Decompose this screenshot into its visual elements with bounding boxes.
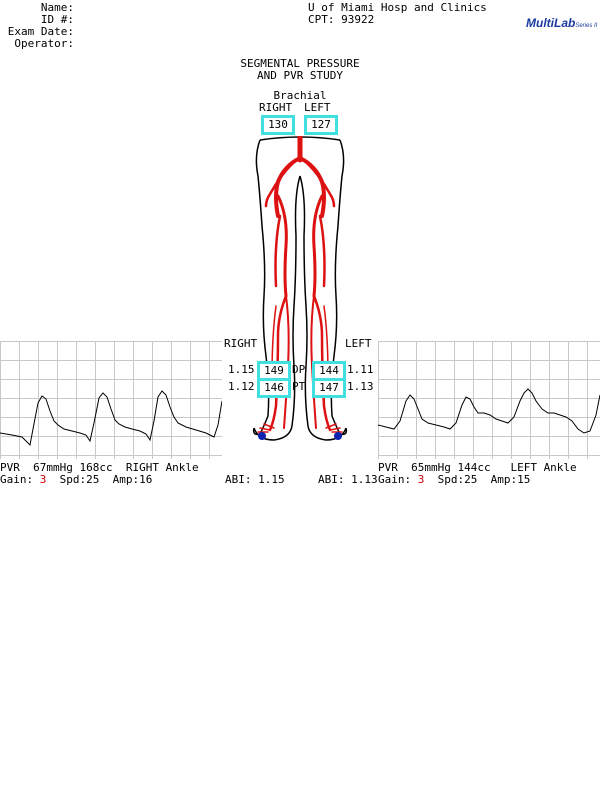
brachial-left-box: 127	[304, 115, 338, 135]
operator-label: Operator:	[14, 37, 74, 50]
left-pvr-waveform	[378, 341, 600, 459]
pt-label: PT	[292, 380, 306, 393]
right-foot-marker	[258, 432, 266, 440]
right-pvr-settings: Gain: 3 Spd:25 Amp:16	[0, 474, 152, 486]
left-pvr-settings: Gain: 3 Spd:25 Amp:15	[378, 474, 530, 486]
logo-main-text: MultiLab	[526, 16, 576, 30]
right-pvr-waveform	[0, 341, 222, 459]
left-foot-marker	[334, 432, 342, 440]
right-pt-box: 146	[257, 378, 291, 398]
right-pvr-summary: PVR 67mmHg 168cc RIGHT Ankle	[0, 461, 199, 474]
ankle-left-label: LEFT	[345, 337, 372, 350]
brachial-label: Brachial	[273, 89, 327, 102]
abi-right: ABI: 1.15	[225, 473, 285, 486]
legs-illustration	[252, 136, 348, 441]
brachial-right-box: 130	[261, 115, 295, 135]
ankle-right-label: RIGHT	[224, 337, 258, 350]
left-gain-value: 3	[417, 473, 425, 486]
right-gain-value: 3	[39, 473, 47, 486]
left-pt-index: 1.13	[347, 380, 374, 393]
left-pvr-summary: PVR 65mmHg 144cc LEFT Ankle	[378, 461, 577, 474]
exam-date-label: Exam Date:	[7, 25, 74, 38]
left-dp-index: 1.11	[347, 363, 374, 376]
right-speed-amp: Spd:25 Amp:16	[46, 473, 153, 486]
left-gain-label: Gain:	[378, 473, 418, 486]
left-speed-amp: Spd:25 Amp:15	[424, 473, 531, 486]
multilab-logo: MultiLabSeries II	[526, 16, 597, 30]
left-pt-box: 147	[312, 378, 346, 398]
right-gain-label: Gain:	[0, 473, 40, 486]
right-dp-index: 1.15	[228, 363, 255, 376]
brachial-left-label: LEFT	[304, 101, 331, 114]
brachial-right-label: RIGHT	[259, 101, 293, 114]
name-label: Name:	[40, 1, 74, 14]
abi-left: ABI: 1.13	[318, 473, 378, 486]
study-title-line2: AND PVR STUDY	[256, 69, 344, 82]
right-pt-index: 1.12	[228, 380, 255, 393]
cpt-code: CPT: 93922	[308, 13, 375, 26]
institution-name: U of Miami Hosp and Clinics	[308, 1, 487, 14]
logo-series-text: Series II	[575, 23, 598, 29]
id-label: ID #:	[40, 13, 74, 26]
study-title-line1: SEGMENTAL PRESSURE	[240, 57, 360, 70]
dp-label: DP	[292, 363, 306, 376]
